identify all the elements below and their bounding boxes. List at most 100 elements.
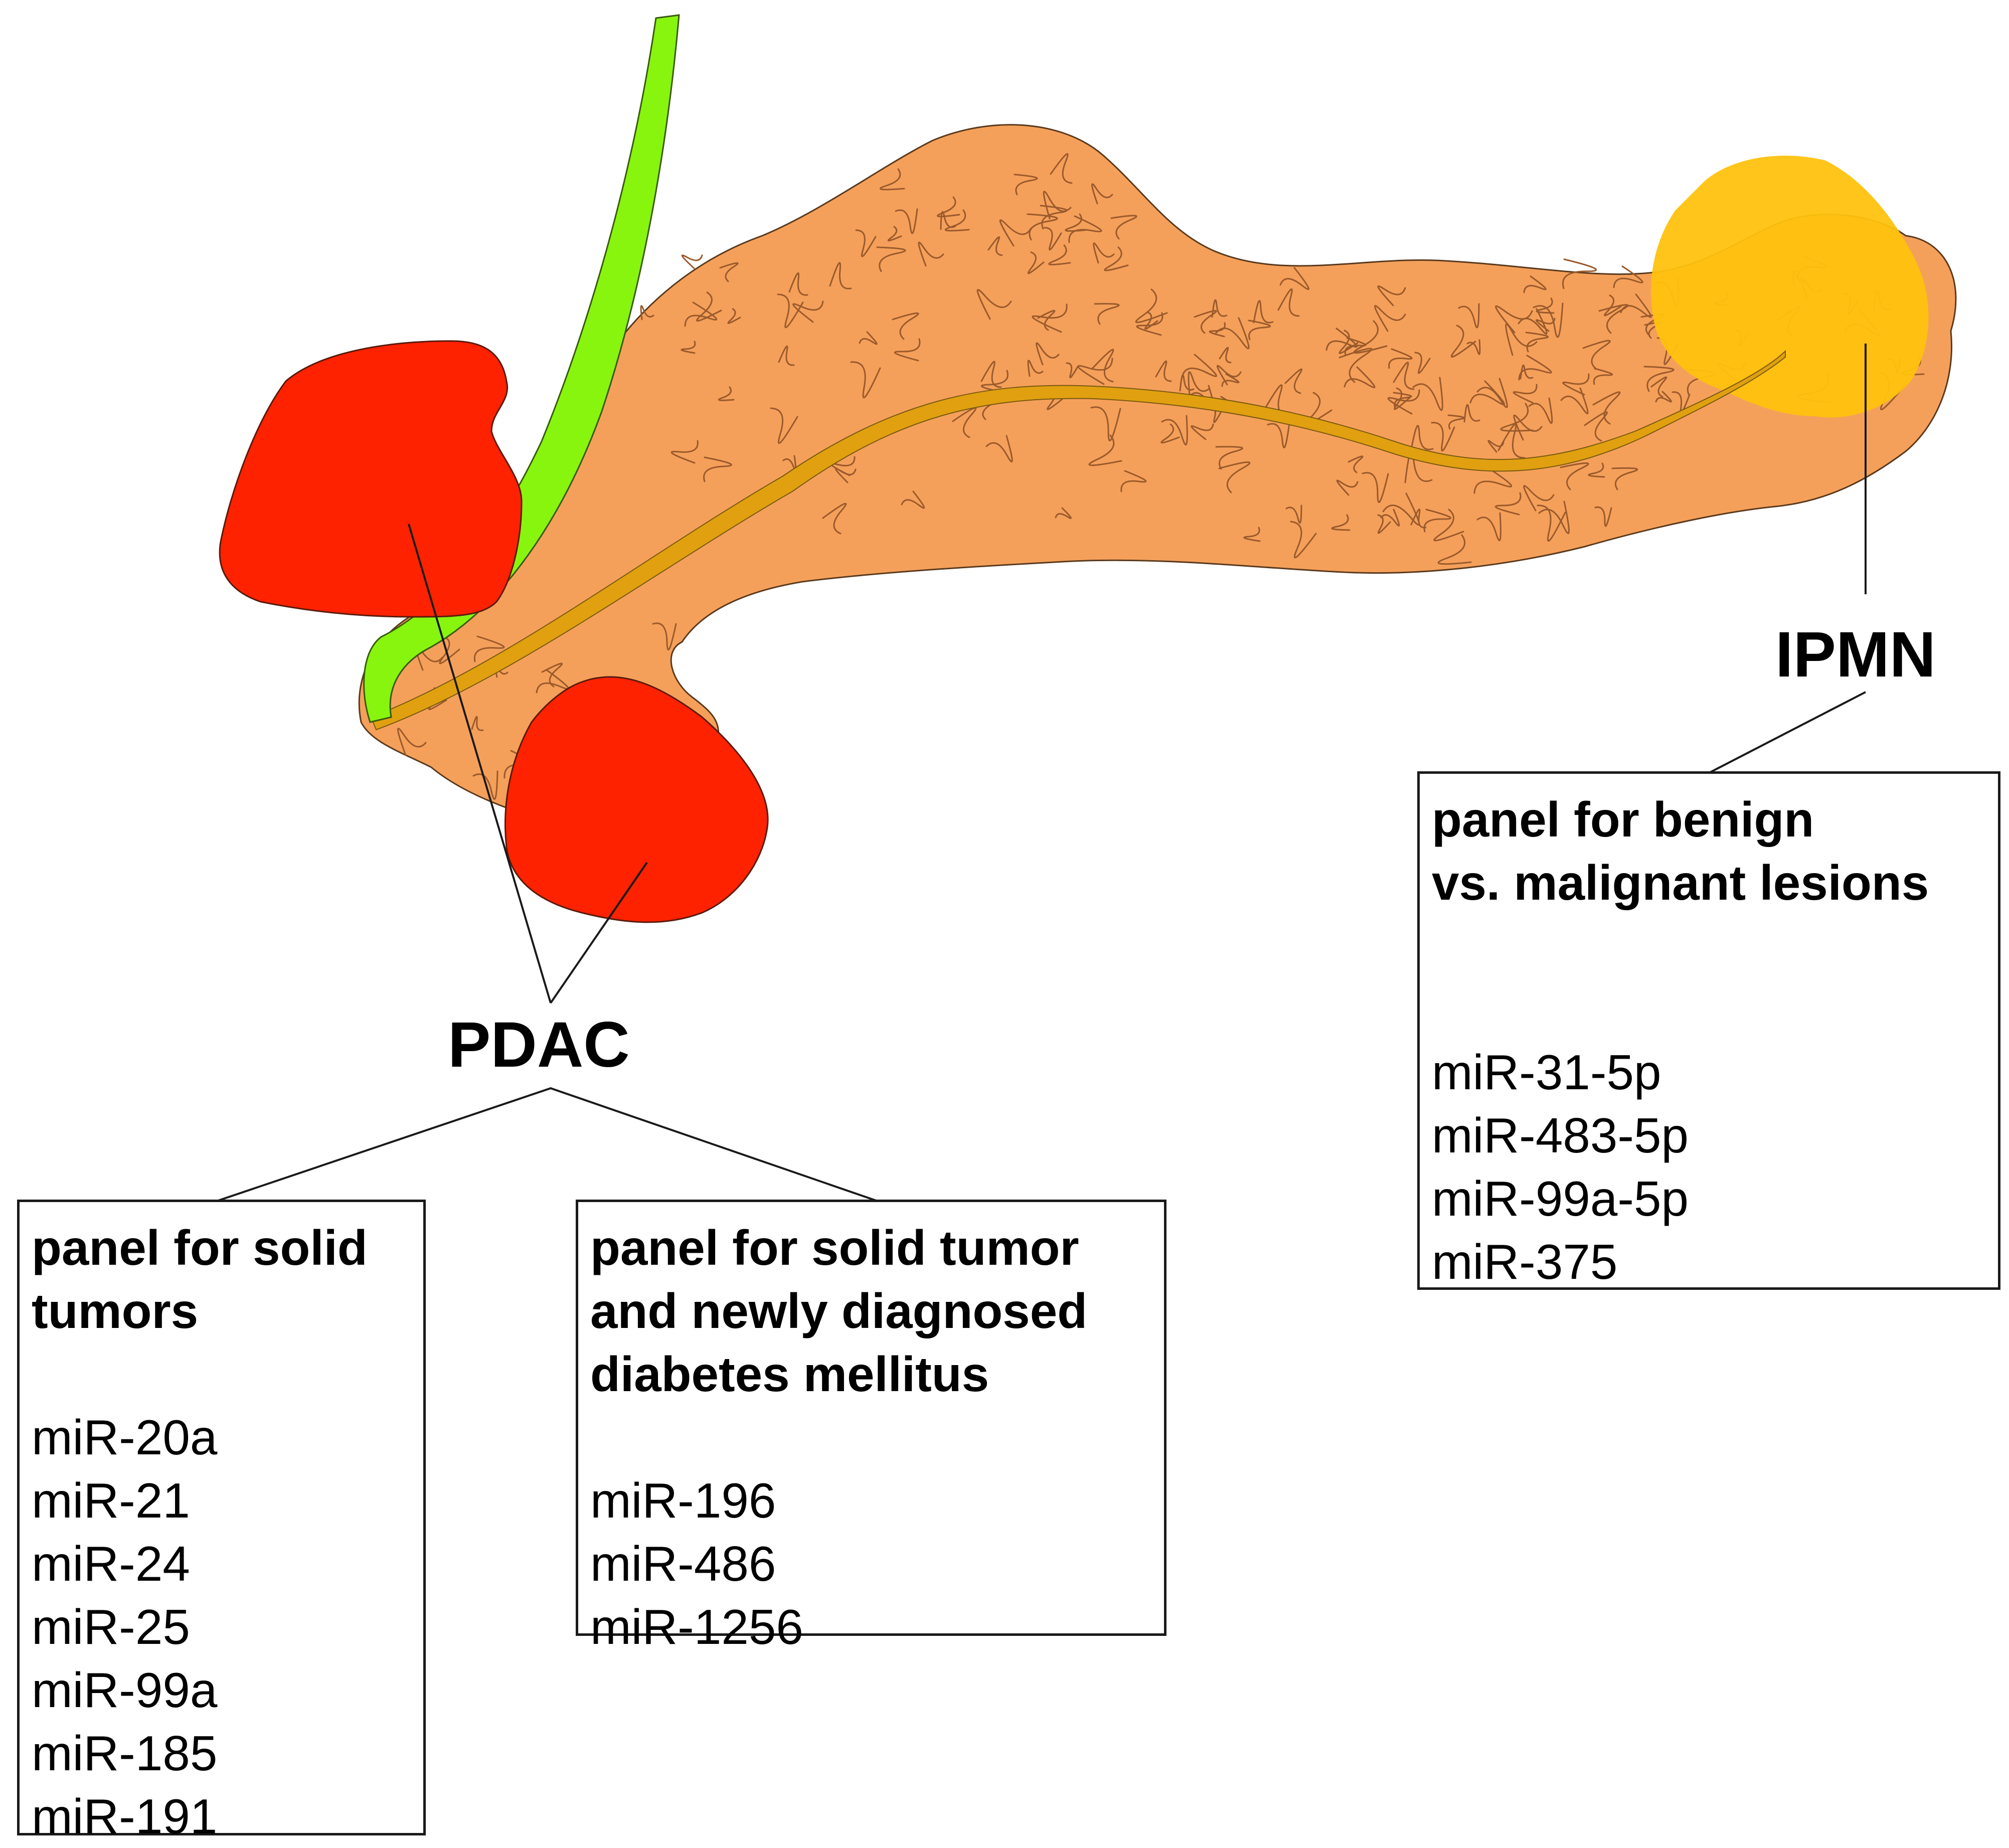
texture-squiggle: [1043, 191, 1072, 220]
texture-squiggle: [1431, 422, 1455, 452]
texture-squiggle: [829, 262, 852, 290]
texture-squiggle: [1277, 288, 1300, 317]
texture-squiggle: [1494, 492, 1522, 516]
texture-squiggle: [1523, 485, 1555, 512]
texture-squiggle: [1219, 347, 1232, 364]
texture-squiggle: [1650, 376, 1667, 398]
texture-squiggle: [1209, 322, 1226, 338]
texture-squiggle: [1394, 387, 1411, 410]
texture-squiggle: [1560, 462, 1589, 490]
panel-diabetes-mirna-list: miR-196 miR-486 miR-1256: [590, 1469, 1164, 1658]
ipmn-lesion: [1651, 155, 1929, 418]
mirna-item: miR-99a-5p: [1432, 1171, 1689, 1226]
texture-squiggle: [1513, 384, 1538, 404]
texture-squiggle: [718, 386, 735, 401]
texture-squiggle: [1387, 389, 1420, 415]
texture-squiggle: [1433, 509, 1464, 542]
texture-squiggle: [1528, 397, 1553, 424]
texture-squiggle: [1362, 472, 1389, 503]
texture-squiggle: [1458, 303, 1480, 328]
texture-squiggle: [1066, 362, 1079, 379]
texture-squiggle: [1091, 349, 1114, 383]
texture-squiggle: [1487, 440, 1504, 453]
texture-squiggle: [1032, 303, 1068, 333]
texture-squiggle: [850, 361, 881, 399]
texture-squiggle: [987, 236, 1003, 256]
texture-squiggle: [1027, 251, 1045, 274]
texture-squiggle: [1620, 293, 1652, 318]
texture-squiggle: [1014, 174, 1038, 196]
mirna-item: miR-20a: [32, 1410, 218, 1465]
mirna-item: miR-486: [590, 1536, 776, 1591]
texture-squiggle: [1412, 377, 1443, 411]
texture-squiggle: [1253, 300, 1274, 323]
mirna-item: miR-21: [32, 1473, 190, 1528]
texture-squiggle: [1290, 521, 1317, 559]
texture-squiggle: [1088, 434, 1122, 466]
pancreas-body: [358, 124, 1957, 825]
texture-squiggle: [1476, 378, 1508, 408]
texture-squiggle: [892, 312, 919, 340]
mirna-item: miR-191: [32, 1789, 218, 1844]
texture-squiggle: [1155, 360, 1172, 382]
texture-squiggle: [1393, 362, 1415, 390]
texture-squiggle: [1218, 461, 1251, 493]
texture-squiggle: [1068, 215, 1102, 243]
texture-squiggle: [859, 331, 878, 345]
texture-squiggle: [1518, 308, 1548, 335]
texture-squiggle: [1598, 304, 1629, 334]
texture-squiggle: [1450, 324, 1476, 358]
texture-squiggle: [1463, 404, 1480, 423]
texture-squiggle: [1211, 299, 1228, 318]
texture-squiggle: [1523, 275, 1547, 293]
pancreatic-duct: [370, 350, 1786, 731]
texture-squiggle: [778, 345, 795, 366]
texture-squiggle: [777, 293, 804, 328]
panel-ipmn-title: panel for benign vs. malignant lesions: [1432, 792, 1929, 910]
texture-squiggle: [1537, 505, 1566, 542]
leader-lines: [216, 344, 1867, 1202]
texture-squiggle: [1279, 267, 1309, 290]
texture-squiggle: [1505, 323, 1538, 356]
texture-squiggle: [1476, 512, 1501, 541]
texture-squiggle: [1248, 319, 1271, 341]
texture-squiggle: [1536, 297, 1555, 314]
ipmn-label: IPMN: [1775, 619, 1936, 691]
texture-squiggle: [822, 502, 847, 535]
texture-squiggle: [727, 308, 741, 324]
texture-squiggle: [980, 370, 1009, 394]
texture-squiggle: [1414, 352, 1431, 374]
texture-squiggle: [999, 219, 1032, 247]
leader-line-lower-tumor: [550, 862, 648, 1004]
mirna-item: miR-375: [1432, 1234, 1618, 1289]
texture-squiggle: [901, 490, 925, 509]
texture-squiggle: [918, 241, 944, 267]
texture-squiggle: [1643, 366, 1675, 392]
texture-squiggle: [1374, 305, 1406, 332]
texture-squiggle: [880, 168, 905, 191]
texture-squiggle: [1380, 509, 1400, 527]
texture-squiggle: [1469, 380, 1505, 406]
texture-squiggle: [1338, 348, 1373, 383]
texture-squiggle: [1215, 317, 1250, 350]
texture-squiggle: [895, 208, 918, 234]
texture-squiggle: [1050, 153, 1073, 184]
panel-diabetes-title: panel for solid tumor and newly diagnose…: [590, 1220, 1088, 1402]
texture-squiggle: [1040, 205, 1068, 230]
texture-squiggle: [1336, 479, 1359, 496]
texture-squiggle: [1216, 365, 1242, 386]
texture-squiggle: [1179, 374, 1195, 392]
texture-squiggle: [1048, 244, 1071, 266]
texture-squiggle: [536, 669, 569, 694]
texture-squiggle: [1215, 446, 1243, 470]
pdac-tumor-lower: [504, 676, 769, 923]
texture-squiggle: [1382, 492, 1420, 526]
texture-squiggle: [472, 770, 498, 800]
texture-squiggle: [681, 341, 696, 354]
texture-squiggle: [1191, 423, 1214, 440]
texture-squiggle: [1613, 265, 1643, 288]
mirna-item: miR-25: [32, 1599, 190, 1654]
texture-squiggle: [1110, 215, 1137, 240]
texture-squiggle: [1611, 467, 1638, 490]
texture-squiggle: [541, 662, 563, 688]
